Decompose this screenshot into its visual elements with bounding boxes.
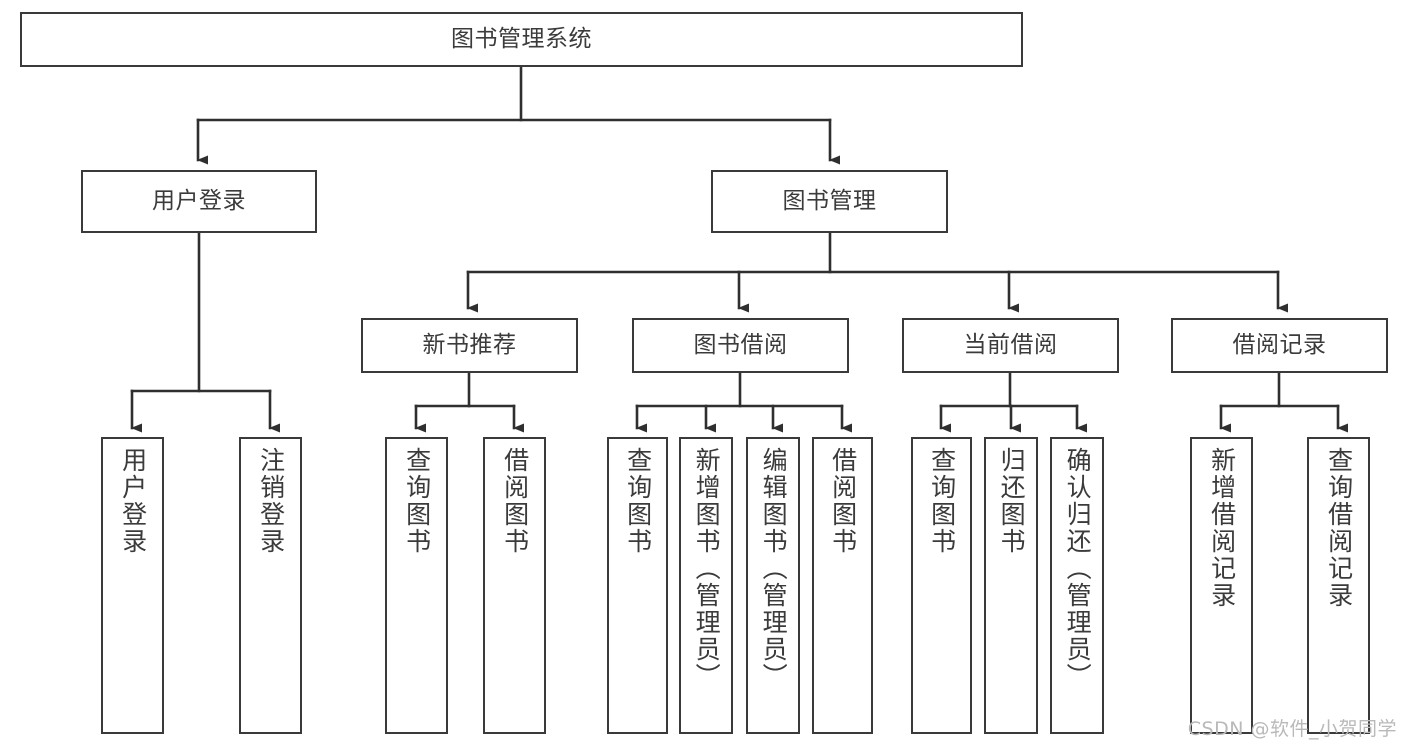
leaf-add-borrow-record[interactable]: 新增借阅记录 [1190, 437, 1253, 734]
leaf-add-book-admin-label: 新增图书（管理员） [692, 447, 722, 690]
leaf-edit-book-admin-label: 编辑图书（管理员） [759, 447, 789, 690]
node-root-label: 图书管理系统 [451, 25, 592, 52]
leaf-edit-book-admin[interactable]: 编辑图书（管理员） [746, 437, 800, 734]
leaf-user-login[interactable]: 用户登录 [101, 437, 164, 734]
node-borrow-record[interactable]: 借阅记录 [1171, 318, 1388, 373]
watermark: CSDN @软件_小贺同学 [1187, 718, 1397, 740]
leaf-user-login-label: 用户登录 [118, 447, 148, 555]
leaf-confirm-return-admin[interactable]: 确认归还（管理员） [1050, 437, 1104, 734]
node-user-login-label: 用户登录 [152, 187, 246, 214]
leaf-confirm-return-admin-label: 确认归还（管理员） [1063, 447, 1093, 690]
leaf-logout-login-label: 注销登录 [256, 447, 286, 555]
leaf-add-borrow-record-label: 新增借阅记录 [1207, 447, 1237, 609]
leaf-query-borrow-record[interactable]: 查询借阅记录 [1307, 437, 1370, 734]
leaf-return-book[interactable]: 归还图书 [984, 437, 1038, 734]
node-current-borrow[interactable]: 当前借阅 [902, 318, 1119, 373]
node-book-borrow[interactable]: 图书借阅 [632, 318, 849, 373]
node-new-book-recommend-label: 新书推荐 [422, 331, 517, 358]
node-book-manage-label: 图书管理 [782, 187, 877, 214]
leaf-query-book-recommend-label: 查询图书 [402, 447, 432, 555]
node-root[interactable]: 图书管理系统 [20, 12, 1023, 67]
leaf-borrow-book[interactable]: 借阅图书 [812, 437, 873, 734]
leaf-query-book-current-label: 查询图书 [927, 447, 957, 555]
node-current-borrow-label: 当前借阅 [963, 331, 1058, 358]
node-book-borrow-label: 图书借阅 [693, 331, 788, 358]
node-book-manage[interactable]: 图书管理 [711, 170, 948, 233]
node-new-book-recommend[interactable]: 新书推荐 [361, 318, 578, 373]
leaf-logout-login[interactable]: 注销登录 [239, 437, 302, 734]
leaf-query-borrow-record-label: 查询借阅记录 [1324, 447, 1354, 609]
leaf-add-book-admin[interactable]: 新增图书（管理员） [679, 437, 733, 734]
leaf-query-book-borrow-label: 查询图书 [623, 447, 653, 555]
leaf-return-book-label: 归还图书 [997, 447, 1027, 555]
leaf-query-book-recommend[interactable]: 查询图书 [385, 437, 448, 734]
node-user-login[interactable]: 用户登录 [81, 170, 317, 233]
leaf-borrow-book-recommend[interactable]: 借阅图书 [483, 437, 546, 734]
leaf-borrow-book-recommend-label: 借阅图书 [500, 447, 530, 555]
node-borrow-record-label: 借阅记录 [1232, 331, 1327, 358]
leaf-borrow-book-label: 借阅图书 [828, 447, 858, 555]
leaf-query-book-current[interactable]: 查询图书 [911, 437, 972, 734]
leaf-query-book-borrow[interactable]: 查询图书 [607, 437, 668, 734]
